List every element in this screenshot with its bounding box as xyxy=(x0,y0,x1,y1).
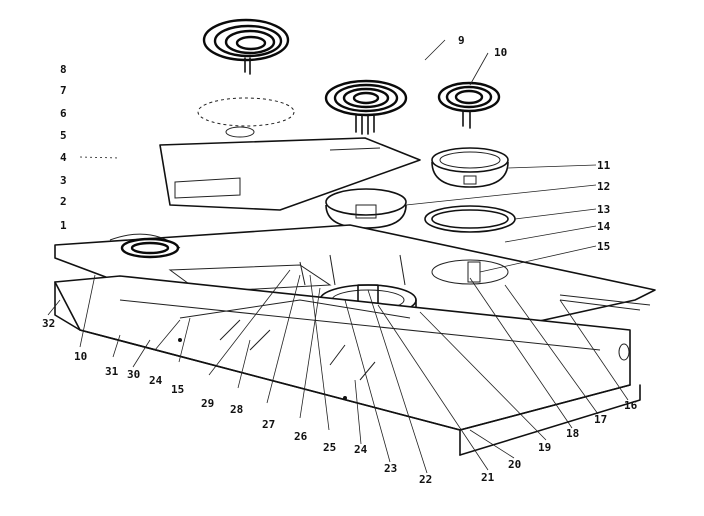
callout-3: 3 xyxy=(60,174,67,187)
trim-ring-13 xyxy=(424,205,516,233)
callout-6: 6 xyxy=(60,107,67,120)
callout-20: 20 xyxy=(508,458,521,471)
callout-9: 9 xyxy=(458,34,465,47)
callout-10-top: 10 xyxy=(494,46,507,59)
surface-element-large xyxy=(202,18,290,75)
callout-1: 1 xyxy=(60,219,67,232)
callout-18: 18 xyxy=(566,427,579,440)
callout-labels: 8 7 6 5 4 3 2 1 9 10 11 12 13 14 15 16 1… xyxy=(42,34,638,486)
callout-24-left: 24 xyxy=(149,374,163,387)
callout-27: 27 xyxy=(262,418,275,431)
trim-panel-4 xyxy=(159,137,421,211)
callout-24-center: 24 xyxy=(354,443,368,456)
callout-14: 14 xyxy=(597,220,611,233)
drip-bowl-11 xyxy=(431,147,509,188)
drip-bowl-12 xyxy=(325,188,407,229)
callout-21: 21 xyxy=(481,471,495,484)
callout-15-right: 15 xyxy=(597,240,610,253)
callout-13: 13 xyxy=(597,203,610,216)
callout-5: 5 xyxy=(60,129,67,142)
callout-29: 29 xyxy=(201,397,214,410)
callout-11: 11 xyxy=(597,159,611,172)
leader-lines xyxy=(47,39,629,474)
callout-26: 26 xyxy=(294,430,308,443)
callout-2: 2 xyxy=(60,195,67,208)
callout-23: 23 xyxy=(384,462,397,475)
callout-8: 8 xyxy=(60,63,67,76)
callout-15-left: 15 xyxy=(171,383,184,396)
chassis-box xyxy=(54,275,641,456)
callout-12: 12 xyxy=(597,180,610,193)
callout-32: 32 xyxy=(42,317,55,330)
callout-31: 31 xyxy=(105,365,119,378)
callout-7: 7 xyxy=(60,84,67,97)
callout-16: 16 xyxy=(624,399,638,412)
surface-element-9 xyxy=(324,79,408,135)
callout-17: 17 xyxy=(594,413,607,426)
callout-10-left: 10 xyxy=(74,350,87,363)
surface-element-10 xyxy=(437,81,501,129)
drip-pan-ghost xyxy=(197,97,295,138)
callout-28: 28 xyxy=(230,403,243,416)
callout-30: 30 xyxy=(127,368,140,381)
callout-4: 4 xyxy=(60,151,67,164)
callout-25: 25 xyxy=(323,441,336,454)
callout-19: 19 xyxy=(538,441,551,454)
callout-22: 22 xyxy=(419,473,432,486)
